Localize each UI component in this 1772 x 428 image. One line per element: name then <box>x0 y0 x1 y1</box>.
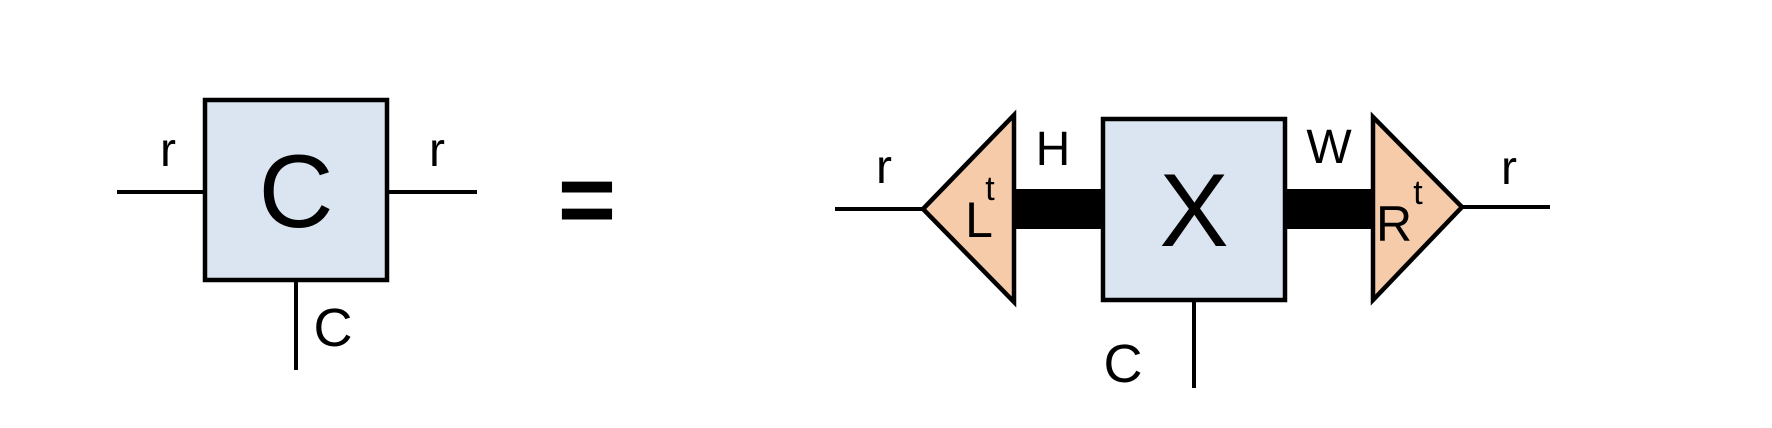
equals-sign: = <box>557 144 617 256</box>
rhs-r-transpose-base-label: R <box>1375 196 1413 252</box>
rhs-l-transpose-triangle <box>919 109 1017 308</box>
rhs-thick-edge-h <box>1012 189 1105 229</box>
rhs-x-node-label: X <box>1159 153 1229 269</box>
rhs-h-edge-label: H <box>1035 123 1071 176</box>
rhs-r-transpose-sup-label: t <box>1413 174 1423 212</box>
lhs-right-leg-label: r <box>429 124 445 177</box>
rhs-w-edge-label: W <box>1306 121 1352 174</box>
rhs-r-transpose-triangle <box>1370 111 1466 306</box>
rhs-bottom-leg-label: C <box>1103 334 1143 394</box>
lhs-c-node-box <box>202 97 390 283</box>
rhs-thick-edge-w <box>1283 189 1375 229</box>
rhs-right-leg-label: r <box>1501 142 1517 195</box>
rhs-l-transpose-base-label: L <box>965 192 993 248</box>
lhs-bottom-leg-label: C <box>313 298 353 358</box>
lhs-left-leg-label: r <box>160 124 176 177</box>
rhs-l-transpose-sup-label: t <box>985 170 995 208</box>
lhs-c-node-label: C <box>258 134 334 250</box>
rhs-x-node-box <box>1100 116 1288 303</box>
rhs-left-leg-label: r <box>876 141 892 194</box>
